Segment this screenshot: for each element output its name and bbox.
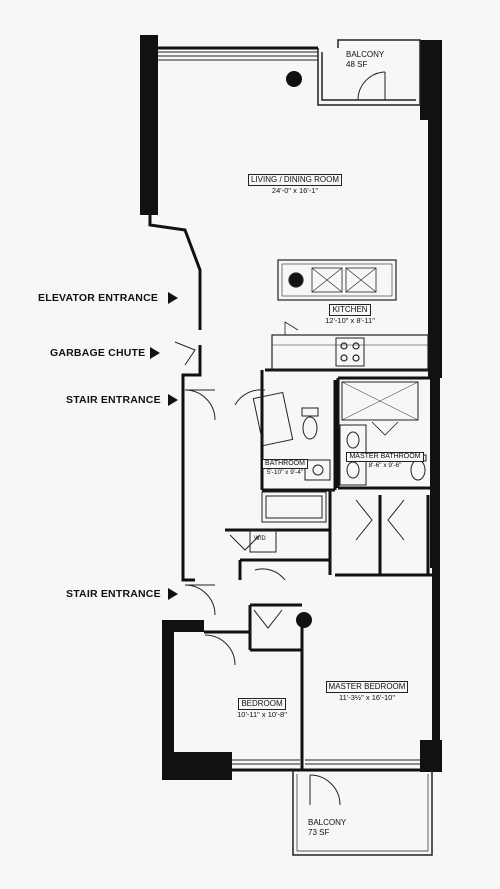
room-name: KITCHEN	[329, 304, 371, 316]
room-name: LIVING / DINING ROOM	[247, 174, 342, 186]
living-room-label: LIVING / DINING ROOM 24'-0" x 16'-1"	[230, 174, 360, 196]
column-icon	[296, 612, 312, 628]
washer-dryer-label: W/D	[254, 536, 266, 542]
bathroom-label: BATHROOM 5'-10" x 9'-4"	[255, 459, 315, 477]
stair-entrance-label: STAIR ENTRANCE	[66, 588, 161, 600]
balcony-bottom	[292, 770, 433, 856]
room-area: 73 SF	[308, 828, 330, 837]
room-dims: 12'-10" x 8'-11"	[325, 316, 375, 325]
room-name: BALCONY	[308, 818, 347, 827]
room-name: BATHROOM	[262, 459, 308, 469]
room-dims: 5'-10" x 9'-4"	[266, 469, 304, 476]
room-name: MASTER BATHROOM	[346, 452, 424, 462]
room-dims: 8'-6" x 9'-6"	[368, 462, 402, 469]
room-dims: 10'-11" x 10'-8"	[237, 710, 287, 719]
room-dims: 24'-0" x 16'-1"	[271, 186, 319, 195]
balcony-top-label: BALCONY 48 SF	[346, 50, 384, 70]
master-bedroom-label: MASTER BEDROOM 11'-3½" x 16'-10"	[312, 681, 422, 703]
closet-doors	[229, 499, 405, 629]
kitchen-island	[277, 259, 397, 301]
room-area: 48 SF	[346, 60, 368, 69]
balcony-bottom-label: BALCONY 73 SF	[308, 818, 346, 838]
elevator-entrance-label: ELEVATOR ENTRANCE	[38, 292, 159, 304]
interior-walls	[148, 46, 434, 772]
master-bathroom-label: MASTER BATHROOM 8'-6" x 9'-6"	[340, 452, 430, 470]
kitchen-counter	[271, 321, 429, 371]
room-name: BALCONY	[346, 50, 385, 59]
entrance-arrows	[150, 292, 178, 600]
room-name: MASTER BEDROOM	[325, 681, 409, 693]
column-icon	[286, 71, 302, 87]
balcony-top	[317, 39, 421, 106]
room-name: BEDROOM	[238, 698, 286, 710]
kitchen-label: KITCHEN 12'-10" x 8'-11"	[300, 304, 400, 326]
bathroom-fixtures	[234, 389, 331, 553]
windows	[158, 51, 420, 765]
garbage-chute-label: GARBAGE CHUTE	[50, 347, 146, 359]
stair-entrance-label: STAIR ENTRANCE	[66, 394, 161, 406]
doors	[174, 341, 341, 806]
exterior-walls	[140, 35, 442, 780]
room-dims: 11'-3½" x 16'-10"	[339, 693, 395, 702]
bedroom-label: BEDROOM 10'-11" x 10'-8"	[222, 698, 302, 720]
